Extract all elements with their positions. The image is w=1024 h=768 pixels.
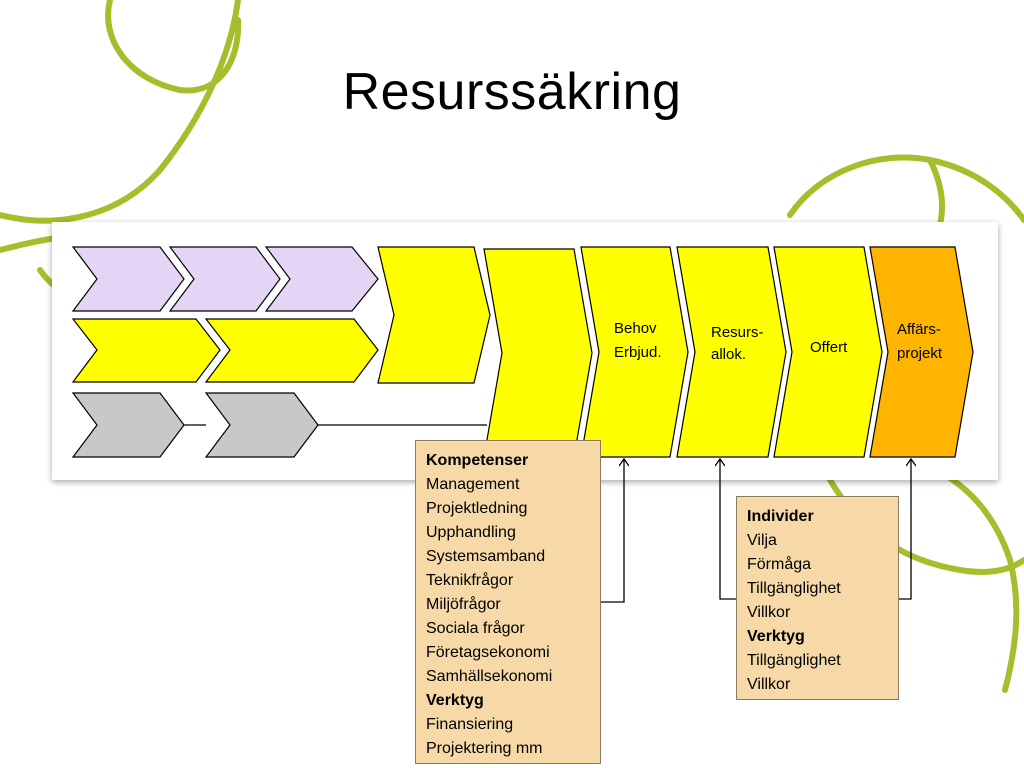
note-right-heading-1: Individer	[747, 508, 814, 525]
lavender-chevron-3	[264, 246, 379, 312]
note-left-item: Projektering mm	[426, 740, 543, 757]
note-left-item: Finansiering	[426, 716, 514, 733]
note-left-item: Samhällsekonomi	[426, 668, 553, 685]
note-left-item: Projektledning	[426, 500, 528, 517]
lavender-chevron-2	[168, 246, 281, 312]
stage-chevron-resurs	[676, 246, 787, 458]
note-left-item: Teknikfrågor	[426, 572, 514, 589]
stage-label-resurs-line2: allok.	[711, 346, 746, 363]
note-left-item: Upphandling	[426, 524, 516, 541]
collect-chevron	[483, 248, 593, 458]
yellow-input-chevron-1	[71, 318, 221, 383]
connector-right-to-affars	[899, 459, 911, 600]
note-right-item: Vilja	[747, 532, 777, 549]
note-right-heading-2: Verktyg	[747, 628, 805, 645]
stage-label-behov: Behov Erbjud.	[614, 320, 662, 361]
stage-chevron-offert	[773, 246, 883, 458]
slide-title: Resurssäkring	[342, 63, 682, 121]
connector-right-to-resurs	[720, 459, 736, 600]
merge-chevron	[377, 246, 491, 384]
stage-label-offert: Offert	[810, 339, 848, 356]
note-left-heading-1: Kompetenser	[426, 452, 529, 469]
stage-label-resurs-line1: Resurs-	[711, 324, 764, 341]
note-left-item: Miljöfrågor	[426, 596, 501, 613]
note-left-heading-2: Verktyg	[426, 692, 484, 709]
swirl-top-left-2	[105, 0, 242, 94]
stage-label-affars-line1: Affärs-	[897, 321, 941, 338]
yellow-input-chevron-2	[204, 318, 379, 383]
swirl-top-left	[0, 0, 241, 224]
stage-chevron-affars	[869, 246, 974, 458]
note-right-item: Förmåga	[747, 556, 812, 573]
note-left-item: Systemsamband	[426, 548, 546, 565]
individual-note: Individer Vilja Förmåga Tillgänglighet V…	[736, 496, 899, 700]
note-right-item: Tillgänglighet	[747, 652, 841, 669]
stage-label-behov-line2: Erbjud.	[614, 344, 662, 361]
stage-label-behov-line1: Behov	[614, 320, 657, 337]
note-left-item: Företagsekonomi	[426, 644, 550, 661]
gray-chevron-1	[71, 392, 185, 458]
connector-left-to-behov	[601, 459, 624, 603]
stage-label-offert-line1: Offert	[810, 339, 848, 356]
gray-chevron-2	[204, 392, 319, 458]
competence-note: Kompetenser Management Projektledning Up…	[415, 440, 601, 764]
stage-label-resurs: Resurs- allok.	[711, 324, 768, 363]
note-right-item: Villkor	[747, 676, 791, 693]
note-right-item: Villkor	[747, 604, 791, 621]
stage-label-affars-line2: projekt	[897, 345, 943, 362]
note-left-item: Sociala frågor	[426, 620, 525, 637]
note-right-item: Tillgänglighet	[747, 580, 841, 597]
note-left-item: Management	[426, 476, 520, 493]
lavender-chevron-1	[71, 246, 185, 312]
stage-chevron-behov	[580, 246, 689, 458]
stage-label-affars: Affärs- projekt	[897, 321, 945, 362]
